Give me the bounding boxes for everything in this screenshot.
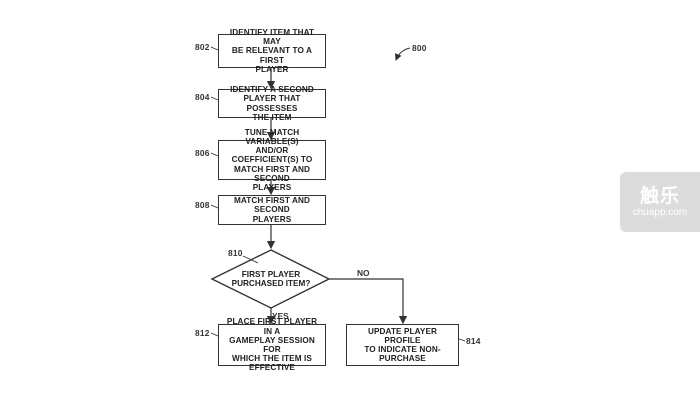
- site-watermark: 触乐 chuapp.com: [620, 172, 700, 232]
- leader-806: [210, 152, 219, 157]
- step-box-812: PLACE FIRST PLAYER IN A GAMEPLAY SESSION…: [218, 317, 326, 372]
- step-ref-804: 804: [195, 92, 210, 102]
- step-box-804: IDENTIFY A SECOND PLAYER THAT POSSESSES …: [218, 85, 326, 122]
- watermark-url: chuapp.com: [632, 207, 688, 218]
- step-ref-802: 802: [195, 42, 210, 52]
- leader-808: [210, 204, 219, 209]
- step-box-814: UPDATE PLAYER PROFILE TO INDICATE NON- P…: [346, 324, 459, 366]
- watermark-logo-text: 触乐: [639, 185, 680, 207]
- leader-814: [458, 338, 466, 342]
- step-ref-808: 808: [195, 200, 210, 210]
- decision-text: FIRST PLAYER PURCHASED ITEM?: [231, 270, 311, 289]
- step-ref-806: 806: [195, 148, 210, 158]
- leader-802: [210, 46, 219, 51]
- decision-ref-810: 810: [228, 248, 243, 258]
- leader-804: [210, 96, 219, 101]
- no-label: NO: [357, 268, 370, 278]
- step-box-808: MATCH FIRST AND SECOND PLAYERS: [218, 195, 326, 225]
- step-ref-814: 814: [466, 336, 481, 346]
- decision-diamond: [210, 249, 331, 309]
- step-box-802: IDENTIFY ITEM THAT MAY BE RELEVANT TO A …: [218, 28, 326, 74]
- yes-label: YES: [272, 311, 289, 321]
- arrow-810-to-814: [329, 278, 408, 325]
- step-ref-812: 812: [195, 328, 210, 338]
- step-box-806: TUNE MATCH VARIABLE(S) AND/OR COEFFICIEN…: [218, 128, 326, 192]
- figure-number: 800: [412, 43, 427, 53]
- leader-812: [210, 332, 219, 337]
- figure-ref-arrow: [394, 47, 411, 61]
- leader-810: [242, 255, 259, 264]
